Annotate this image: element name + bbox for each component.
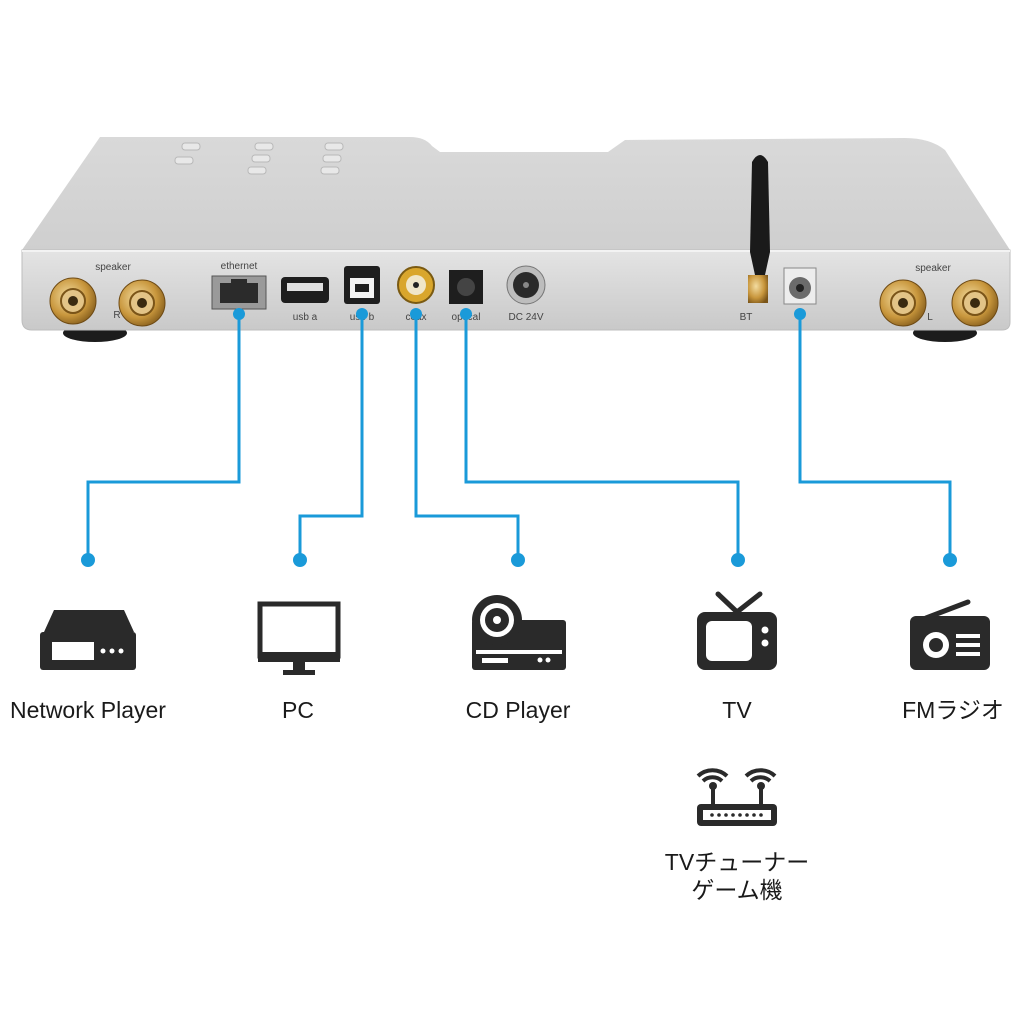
line-network-player xyxy=(86,314,241,560)
line-cd-player xyxy=(414,314,520,560)
label-cd-player: CD Player xyxy=(465,697,571,723)
end-dot xyxy=(511,553,525,567)
end-dot xyxy=(943,553,957,567)
coax-port xyxy=(397,266,435,304)
usb-a-label: usb a xyxy=(293,312,318,323)
ch-l-label: L xyxy=(927,312,933,323)
usb-a-port xyxy=(281,277,329,303)
port-dot xyxy=(794,308,806,320)
label-fm-radio: FMラジオ xyxy=(902,697,1004,723)
amplifier-device: speaker speaker ethernet usb a usb b coa… xyxy=(21,137,1011,342)
dc-port xyxy=(506,265,546,305)
chassis-top xyxy=(22,137,1010,250)
ethernet-label: ethernet xyxy=(221,261,258,272)
label-tv: TV xyxy=(722,697,752,723)
label-pc: PC xyxy=(282,697,314,723)
button xyxy=(322,154,342,163)
button xyxy=(254,142,274,151)
antenna-port xyxy=(783,267,817,305)
port-dot xyxy=(460,308,472,320)
ch-r-label: R xyxy=(113,310,120,321)
line-tv xyxy=(464,314,740,560)
bt-label: BT xyxy=(740,312,753,323)
speaker-terminals-right xyxy=(879,279,999,327)
dc-label: DC 24V xyxy=(508,312,543,323)
ethernet-port xyxy=(211,275,267,310)
button xyxy=(320,166,340,175)
optical-port xyxy=(449,270,483,304)
label-network-player: Network Player xyxy=(10,697,166,723)
connector-lines xyxy=(86,314,952,560)
connector-dots xyxy=(81,308,957,567)
button xyxy=(174,156,194,165)
end-dot xyxy=(731,553,745,567)
antenna xyxy=(748,155,770,303)
speaker-label-right: speaker xyxy=(915,263,951,274)
usb-b-port xyxy=(344,266,380,304)
port-dot xyxy=(233,308,245,320)
button xyxy=(181,142,201,151)
port-dot xyxy=(410,308,422,320)
end-dot xyxy=(81,553,95,567)
label-tv-tuner-game: TVチューナー ゲーム機 xyxy=(664,849,810,903)
monitor-icon xyxy=(257,601,341,675)
speaker-label-left: speaker xyxy=(95,262,131,273)
top-buttons xyxy=(174,142,344,175)
network-player-icon xyxy=(40,610,136,670)
radio-icon xyxy=(910,599,990,670)
cd-player-icon xyxy=(472,595,566,670)
button xyxy=(251,154,271,163)
line-pc xyxy=(298,314,364,560)
end-dot xyxy=(293,553,307,567)
button xyxy=(324,142,344,151)
port-dot xyxy=(356,308,368,320)
line-fm-radio xyxy=(798,314,952,560)
speaker-terminals-left xyxy=(49,277,166,327)
router-icon xyxy=(696,768,777,826)
button xyxy=(247,166,267,175)
tv-icon xyxy=(697,591,777,670)
